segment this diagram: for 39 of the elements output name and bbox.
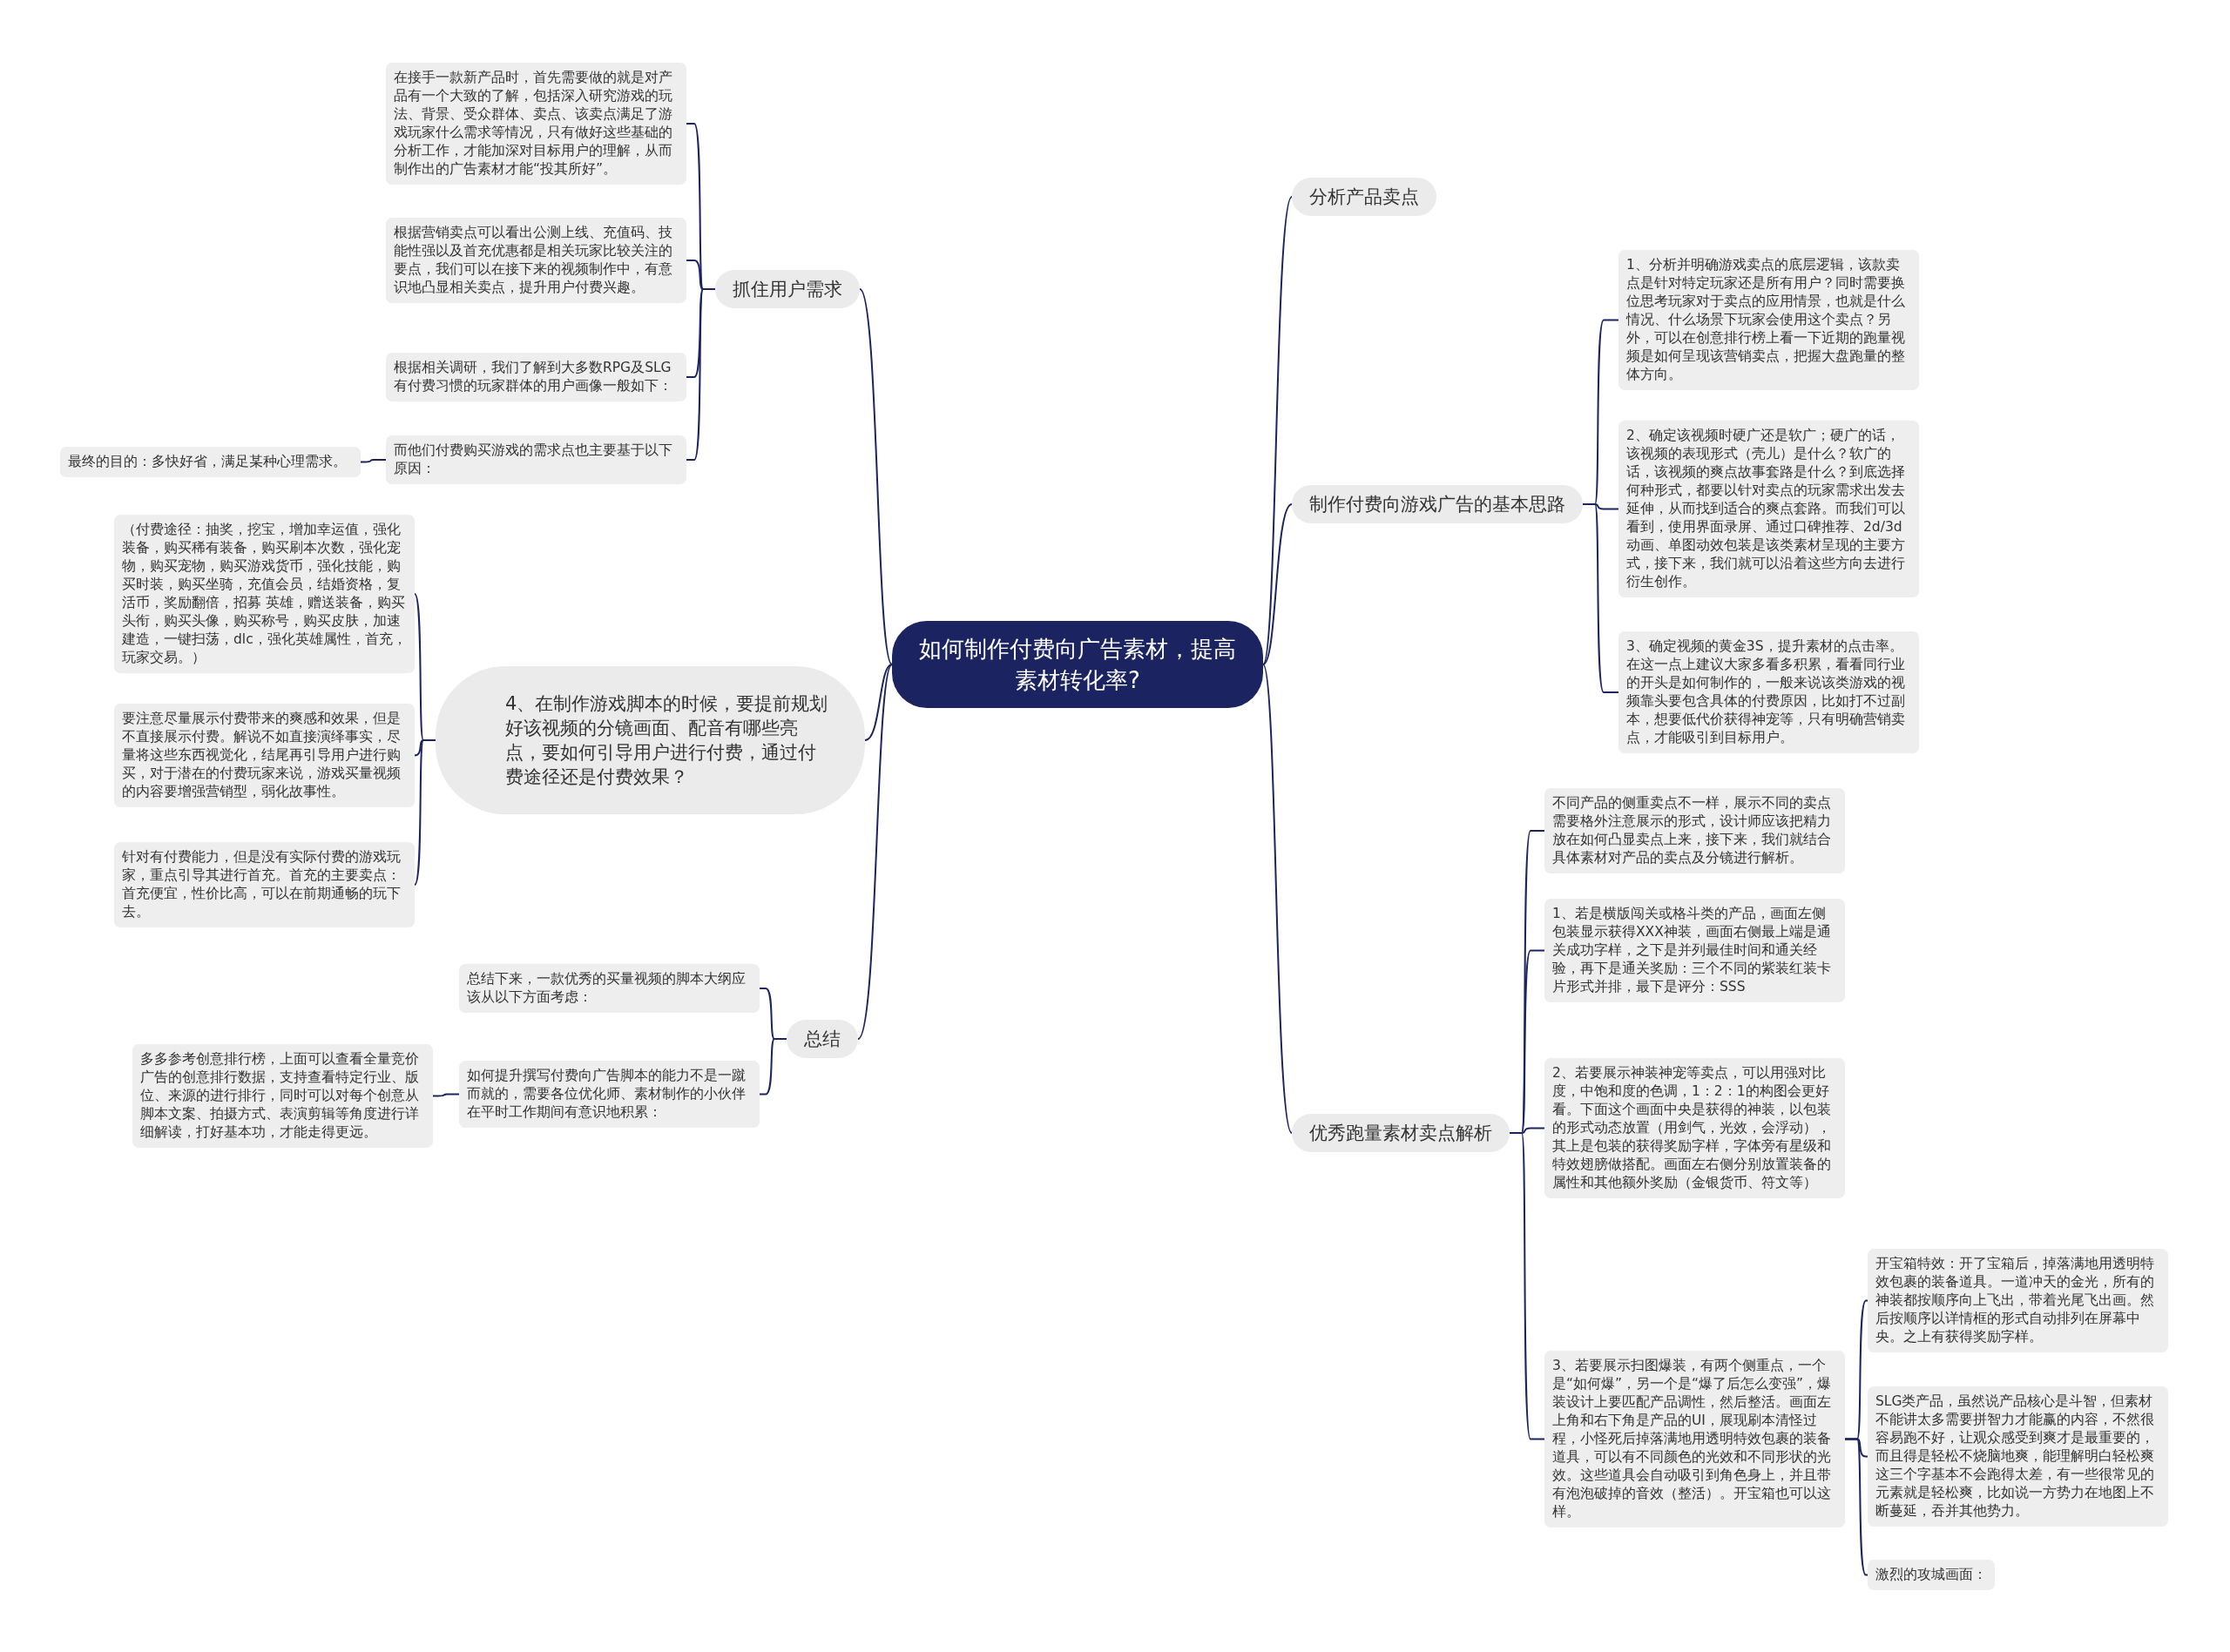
note-box: 在接手一款新产品时，首先需要做的就是对产品有一个大致的了解，包括深入研究游戏的玩法、背景、受众群体、卖点、该卖点满足了游戏玩家什么需求等情况，只有做好这些基础的分析工作，才能加深对目标用户的理解，从而制作出的广告素材才能“投其所好”。 xyxy=(386,63,686,185)
note-box: 3、若要展示扫图爆装，有两个侧重点，一个是“如何爆”，另一个是“爆了后怎么变强”，爆装设计上要匹配产品调性，然后整活。画面左上角和右下角是产品的UI，展现刷本清怪过程，小怪死后掉落满地用透明特效包裹的装备道具，可以有不同颜色的光效和不同形状的光效。这些道具会自动吸引到角色身上，并且带有泡泡破掉的音效（整活）。开宝箱也可以这样。 xyxy=(1544,1351,1845,1527)
note-box: 根据营销卖点可以看出公测上线、充值码、技能性强以及首充优惠都是相关玩家比较关注的要点，我们可以在接下来的视频制作中，有意识地凸显相关卖点，提升用户付费兴趣。 xyxy=(386,218,686,303)
topic-pill: 总结 xyxy=(787,1020,858,1058)
note-box: 总结下来，一款优秀的买量视频的脚本大纲应该从以下方面考虑： xyxy=(459,964,760,1013)
connector-line xyxy=(1844,1438,1868,1576)
topic-pill: 制作付费向游戏广告的基本思路 xyxy=(1292,485,1583,523)
connector-line xyxy=(432,1093,460,1097)
note-box: SLG类产品，虽然说产品核心是斗智，但素材不能讲太多需要拼智力才能赢的内容，不然很容易跑不好，让观众感受到爽才是最重要的，而且得是轻松不烧脑地爽，能理解明白轻松爽这三个字基本不会跑得太差，有一些很常见的元素就是轻松爽，比如说一方势力在地图上不断蔓延，吞并其他势力。 xyxy=(1868,1386,2168,1527)
connector-line xyxy=(1262,664,1293,1134)
connector-line xyxy=(759,1038,787,1096)
topic-pill: 抓住用户需求 xyxy=(715,270,860,308)
note-box: 如何提升撰写付费向广告脚本的能力不是一蹴而就的，需要各位优化师、素材制作的小伙伴在平时工作期间有意识地积累： xyxy=(459,1061,760,1128)
note-box: 而他们付费购买游戏的需求点也主要基于以下原因： xyxy=(386,435,686,484)
connector-line xyxy=(864,664,893,741)
note-box: 多多参考创意排行榜，上面可以查看全量竞价广告的创意排行数据，支持查看特定行业、版位、来源的进行排行，同时可以对每个创意从脚本文案、拍摄方式、表演剪辑等角度进行详细解读，打好基本功，才能走得更远。 xyxy=(132,1044,433,1148)
topic-pill: 4、在制作游戏脚本的时候，要提前规划好该视频的分镜画面、配音有哪些亮点，要如何引导用户进行付费，通过付费途径还是付费效果？ xyxy=(436,666,865,814)
central-topic: 如何制作付费向广告素材，提高素材转化率? xyxy=(892,621,1263,708)
connector-line xyxy=(360,459,387,463)
note-box: 2、确定该视频时硬广还是软广；硬广的话，该视频的表现形式（壳儿）是什么？软广的话，该视频的爽点故事套路是什么？到底选择何种形式，都要以针对卖点的玩家需求出发去延伸，从而找到适合的爽点套路。而我们可以看到，使用界面录屏、通过口碑推荐、2d/3d动画、单图动效包装是该类素材呈现的主要方式，接下来，我们就可以沿着这些方向去进行衍生创作。 xyxy=(1618,421,1919,597)
note-box: 不同产品的侧重卖点不一样，展示不同的卖点需要格外注意展示的形式，设计师应该把精力放在如何凸显卖点上来，接下来，我们就结合具体素材对产品的卖点及分镜进行解析。 xyxy=(1544,788,1845,873)
note-box: 最终的目的：多快好省，满足某种心理需求。 xyxy=(60,447,361,477)
connector-line xyxy=(857,664,893,1040)
connector-line xyxy=(414,739,436,886)
topic-pill: 优秀跑量素材卖点解析 xyxy=(1292,1114,1510,1152)
connector-line xyxy=(1262,503,1293,665)
note-box: 1、分析并明确游戏卖点的底层逻辑，该款卖点是针对特定玩家还是所有用户？同时需要换位思考玩家对于卖点的应用情景，也就是什么情况、什么场景下玩家会使用这个卖点？另外，可以在创意排行榜上看一下近期的跑量视频是如何呈现该营销卖点，把握大盘跑量的整体方向。 xyxy=(1618,250,1919,390)
note-box: 1、若是横版闯关或格斗类的产品，画面左侧包装显示获得XXX神装，画面右侧最上端是通关成功字样，之下是并列最佳时间和通关经验，再下是通关奖励：三个不同的紫装红装卡片形式并排，最下是评分：SSS xyxy=(1544,899,1845,1002)
note-box: 激烈的攻城画面： xyxy=(1868,1560,1995,1590)
note-box: 开宝箱特效：开了宝箱后，掉落满地用透明特效包裹的装备道具。一道冲天的金光，所有的神装都按顺序向上飞出，带着光尾飞出画。然后按顺序以详情框的形式自动排列在屏幕中央。之上有获得奖励字样。 xyxy=(1868,1249,2168,1352)
connector-line xyxy=(859,288,893,665)
note-box: 要注意尽量展示付费带来的爽感和效果，但是不直接展示付费。解说不如直接演绎事实，尽量将这些东西视觉化，结尾再引导用户进行购买，对于潜在的付费玩家来说，游戏买量视频的内容要增强营销型，弱化故事性。 xyxy=(114,704,415,807)
note-box: 针对有付费能力，但是没有实际付费的游戏玩家，重点引导其进行首充。首充的主要卖点：首充便宜，性价比高，可以在前期通畅的玩下去。 xyxy=(114,842,415,927)
connector-line xyxy=(1262,196,1293,665)
note-box: （付费途径：抽奖，挖宝，增加幸运值，强化装备，购买稀有装备，购买刷本次数，强化宠物，购买宠物，购买游戏货币，强化技能，购买时装，购买坐骑，充值会员，结婚资格，复活币，奖励翻倍，招募 英雄，赠送装备，购买头衔，购买头像，购买称号，购买皮肤，加速建造，一键扫荡，dlc，强化英雄属性，首充，玩家交易。） xyxy=(114,515,415,673)
topic-pill: 分析产品卖点 xyxy=(1292,178,1436,216)
note-box: 根据相关调研，我们了解到大多数RPG及SLG有付费习惯的玩家群体的用户画像一般如下： xyxy=(386,353,686,401)
note-box: 2、若要展示神装神宠等卖点，可以用强对比度，中饱和度的色调，1：2：1的构图会更好看。下面这个画面中央是获得的神装，以包装的形式动态放置（用剑气，光效，会浮动），其上是包装的获得奖励字样，字体旁有星级和特效翅膀做搭配。画面左右侧分别放置装备的属性和其他额外奖励（金银货币、符文等） xyxy=(1544,1058,1845,1198)
note-box: 3、确定视频的黄金3S，提升素材的点击率。在这一点上建议大家多看多积累，看看同行业的开头是如何制作的，一般来说该类游戏的视频靠头要包含具体的付费原因，比如打不过副本，想要低代价获得神宠等，只有明确营销卖点，才能吸引到目标用户。 xyxy=(1618,631,1919,753)
